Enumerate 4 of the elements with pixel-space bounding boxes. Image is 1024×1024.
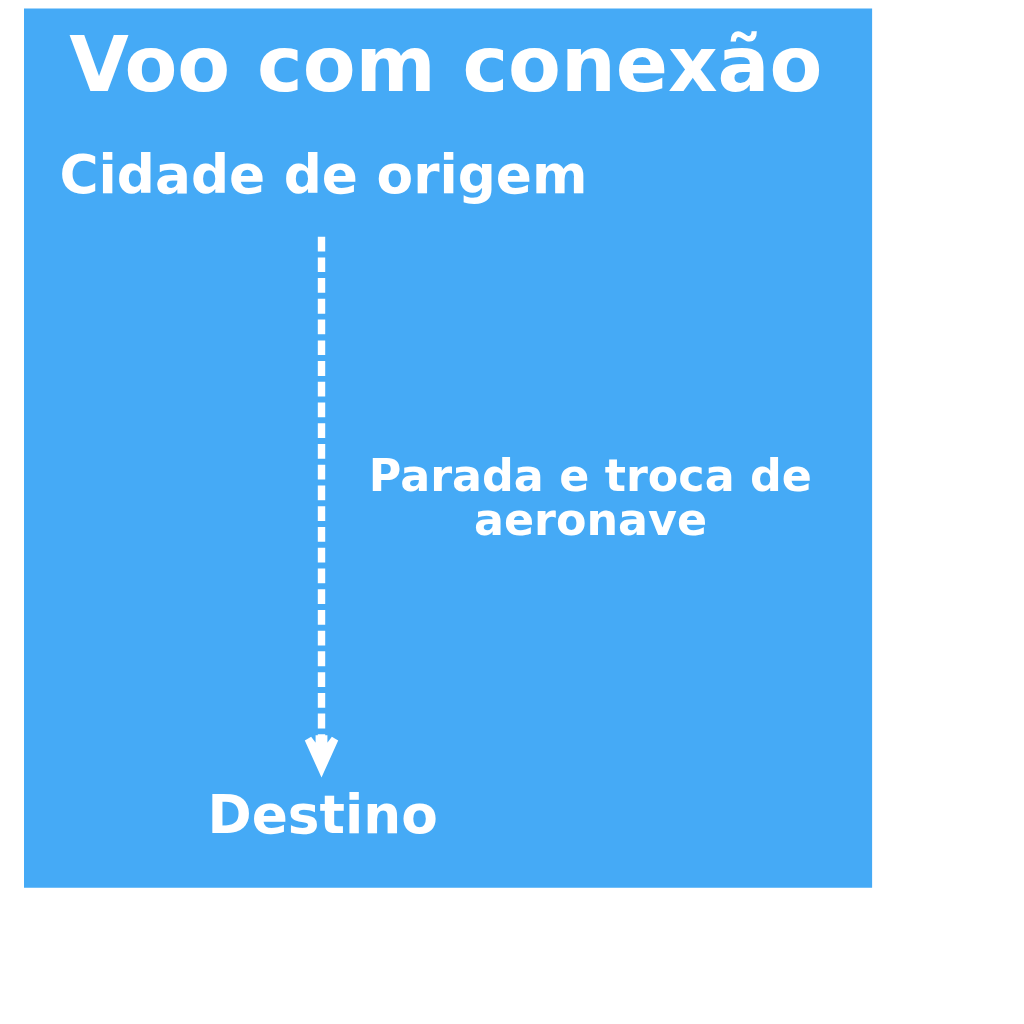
edge-label: Parada e troca de aeronave	[368, 449, 812, 546]
node-text: Destino	[207, 783, 438, 846]
node-text: Cidade de origem	[59, 144, 588, 207]
diagram-title: Voo com conexão	[69, 19, 823, 109]
